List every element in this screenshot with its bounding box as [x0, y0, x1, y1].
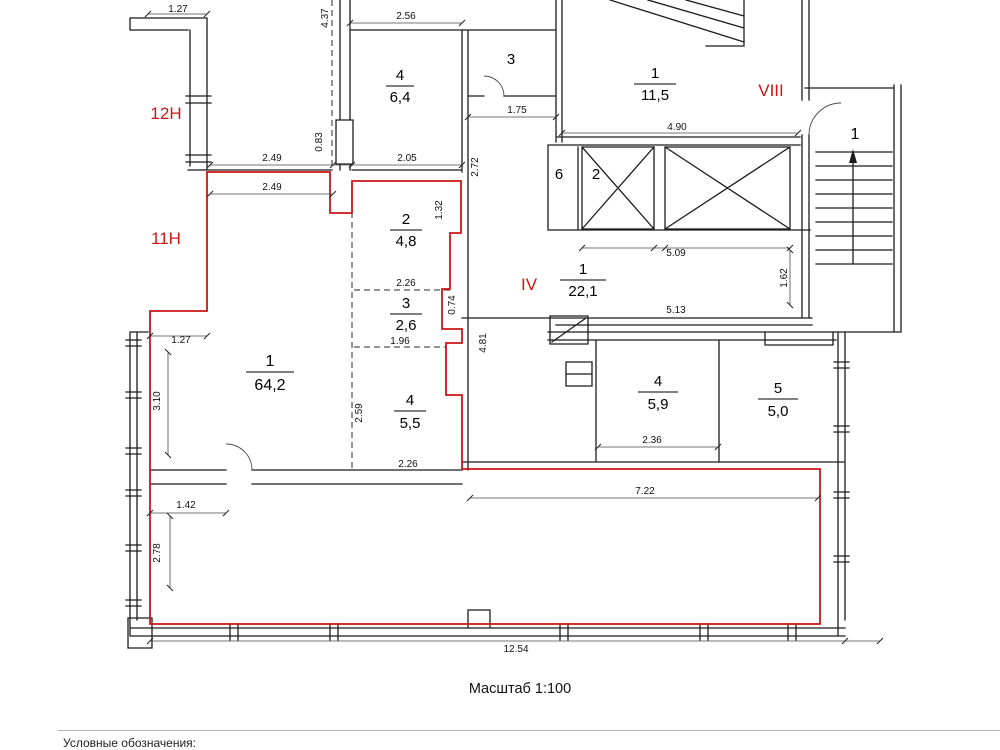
room-number: 4 [396, 67, 404, 84]
room-number: 3 [507, 51, 515, 68]
dim-label: 12.54 [503, 644, 528, 655]
dim-label: 2.49 [262, 182, 282, 193]
room-label: 4 6,4 [386, 67, 414, 106]
dim-label: 2.36 [642, 435, 662, 446]
dim-label: 2.78 [152, 543, 163, 563]
room-area: 64,2 [254, 377, 285, 394]
room-area: 5,9 [648, 396, 669, 413]
scale-caption: Масштаб 1:100 [469, 681, 571, 697]
room-number: 4 [654, 373, 662, 390]
dim-label: 1.75 [507, 105, 527, 116]
dim-label: 2.72 [470, 157, 481, 177]
room-area: 5,5 [400, 415, 421, 432]
room-number: 6 [555, 166, 563, 183]
dim-label: 1.27 [168, 4, 188, 15]
dashed-partition-lines [331, 0, 450, 468]
walls-layer [125, 0, 902, 649]
room-number: 2 [402, 211, 410, 228]
dimension-labels-layer: 1.27 4.37 2.56 2.49 2.49 0.83 2.05 1.75 … [152, 4, 790, 655]
room-label: 1 64,2 [246, 353, 294, 394]
dim-label: 1.32 [434, 200, 445, 220]
room-label: 1 11,5 [634, 65, 676, 104]
unit-label: VIII [758, 81, 784, 100]
room-area: 5,0 [768, 403, 789, 420]
room-label: 2 4,8 [390, 211, 422, 250]
room-label: 5 5,0 [758, 380, 798, 420]
room-labels-layer: 4 6,4 3 1 11,5 6 2 2 4,8 1 22,1 3 2,6 1 [246, 51, 860, 432]
room-label: 4 5,5 [394, 392, 426, 432]
legend-caption: Условные обозначения: [63, 736, 196, 750]
unit-label: 12Н [150, 104, 181, 123]
dim-label: 0.74 [447, 295, 458, 315]
dim-label: 1.27 [171, 335, 191, 346]
dimension-lines-layer [144, 10, 884, 645]
dim-label: 3.10 [152, 391, 163, 411]
room-number: 1 [651, 65, 659, 82]
room-label: 1 22,1 [560, 261, 606, 300]
wall-lines [125, 0, 902, 649]
unit-labels-layer: 12Н 11Н IV VIII [150, 81, 783, 294]
room-number: 1 [851, 126, 860, 143]
room-area: 11,5 [641, 87, 669, 104]
room-label: 3 2,6 [390, 295, 422, 334]
dim-label: 4.90 [667, 122, 687, 133]
dim-label: 4.37 [320, 8, 331, 28]
room-label: 4 5,9 [638, 373, 678, 413]
room-number: 5 [774, 380, 782, 397]
room-area: 22,1 [568, 283, 597, 300]
dim-label: 7.22 [635, 486, 655, 497]
dim-label: 0.83 [314, 132, 325, 152]
room-number: 4 [406, 392, 414, 409]
dimension-ticks [144, 10, 884, 645]
room-number: 2 [592, 166, 600, 183]
dimension-lines [148, 13, 880, 642]
unit-boundary-outline [149, 171, 821, 625]
door-swing-arcs [225, 75, 842, 471]
room-number: 3 [402, 295, 410, 312]
dim-label: 2.59 [354, 403, 365, 423]
dim-label: 2.56 [396, 11, 416, 22]
room-area: 4,8 [396, 233, 417, 250]
room-number: 1 [266, 353, 275, 370]
stair-direction-arrowhead [849, 149, 857, 163]
dim-label: 2.26 [396, 278, 416, 289]
dim-label: 4.81 [478, 333, 489, 353]
dim-label: 1.42 [176, 500, 196, 511]
dim-label: 2.05 [397, 153, 417, 164]
unit-label: IV [521, 275, 538, 294]
dim-label: 2.26 [398, 459, 418, 470]
dim-label: 2.49 [262, 153, 282, 164]
dim-label: 1.96 [390, 336, 410, 347]
dim-label: 5.09 [666, 248, 686, 259]
room-number: 1 [579, 261, 587, 278]
unit-label: 11Н [151, 229, 181, 248]
room-area: 2,6 [396, 317, 417, 334]
dim-label: 1.62 [779, 268, 790, 288]
room-area: 6,4 [390, 89, 411, 106]
dim-label: 5.13 [666, 305, 686, 316]
